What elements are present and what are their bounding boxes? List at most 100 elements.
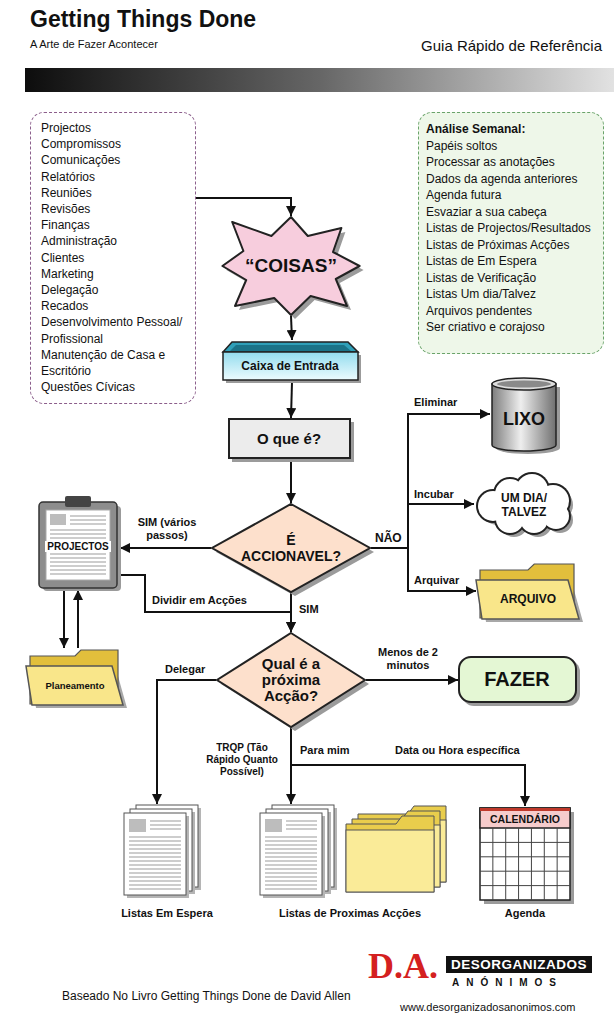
paper-line (50, 553, 106, 555)
calendar-grid (480, 856, 570, 857)
decision-diamond: Qual é a próxima Acção? (216, 632, 366, 728)
sheet-line (286, 820, 317, 822)
sheet-line (150, 828, 181, 830)
calendar-grid (518, 828, 519, 900)
list-item: Delegação (41, 282, 185, 298)
sheet-line (129, 848, 181, 850)
paper-line (70, 523, 106, 525)
paper-line (50, 557, 106, 559)
node-label: ARQUIVO (500, 592, 556, 606)
node-label-slot: O que é? (228, 418, 350, 458)
free-label-slot: Guia Rápido de Referência (380, 37, 602, 54)
free-label: DESORGANIZADOS (446, 956, 592, 973)
sheet-line (265, 876, 317, 878)
sheet-line (265, 852, 317, 854)
folder-front (346, 830, 434, 892)
edge-label: Delegar (163, 663, 207, 675)
list-item: Dados da agenda anteriores (426, 171, 596, 188)
edge-label: Data ou Hora específica (393, 744, 522, 756)
connector (77, 590, 79, 648)
bin-opening (497, 381, 551, 388)
weekly-review-box: Análise Semanal:Papéis soltosProcessar a… (418, 112, 604, 354)
list-heading: Análise Semanal: (426, 121, 596, 138)
decision-diamond (212, 504, 370, 592)
list-item: Listas de Em Espera (426, 253, 596, 270)
node-label: Agenda (505, 907, 545, 919)
document-sheet (260, 813, 322, 895)
node-label-slot: CALENDÁRIO (480, 809, 570, 828)
calendar-grid (480, 871, 570, 872)
folder-front (476, 580, 579, 619)
list-item: Esvaziar a sua cabeça (426, 204, 596, 221)
list-item: Clientes (41, 250, 185, 266)
node-label-slot: UM DIA/ TALVEZ (494, 484, 554, 526)
edge-label: TRQP (Tão Rápido Quanto Possível) (198, 742, 286, 778)
page-caption: Baseado No Livro Getting Things Done de … (62, 989, 351, 1003)
node-label-slot: Agenda (468, 902, 582, 924)
calendar-grid (480, 885, 570, 886)
edge-label: SIM (vários passos) (124, 516, 210, 542)
sheet-shadow (263, 816, 325, 898)
edge-label: Incubar (412, 488, 456, 500)
paper-line (50, 573, 106, 575)
document-sheet (124, 813, 186, 895)
edge-label-slot: SIM (vários passos) (124, 516, 210, 542)
decision-diamond: É ACCIONAVEL? (211, 503, 371, 593)
free-label: NÃO (373, 531, 404, 545)
list-item: Finanças (41, 217, 185, 233)
list-item: Listas de Verificação (426, 270, 596, 287)
sheet-line (265, 860, 317, 862)
sheet-line (150, 820, 181, 822)
decision-diamond (217, 633, 365, 727)
starburst-shape (222, 217, 359, 315)
node-label-slot: Listas Em Espera (110, 902, 224, 924)
folder-front (26, 666, 123, 705)
node-label: É ACCIONAVEL? (241, 532, 341, 564)
node-label-slot: Planeamento (30, 666, 120, 704)
paper-line (50, 529, 106, 531)
calendar-header (480, 808, 570, 828)
free-label: ANÓNIMOS (452, 977, 563, 988)
calendar-grid (531, 828, 532, 900)
node-label-slot: Qual é a próxima Acção? (246, 632, 336, 728)
calendar-top-strip (480, 808, 570, 811)
node-label-slot: PROJECTOS (38, 538, 118, 554)
edge-label-slot: TRQP (Tão Rápido Quanto Possível) (198, 742, 286, 778)
planning-folder: Planeamento (26, 648, 124, 706)
stuff-starburst: “COISAS” (221, 216, 361, 316)
connector (371, 548, 476, 591)
sheet-line (129, 856, 181, 858)
list-item: Marketing (41, 266, 185, 282)
sheet-picture (129, 819, 146, 832)
connector (291, 382, 292, 418)
sheet-line (150, 824, 181, 826)
free-label: www.desorganizadosanonimos.com (400, 1001, 575, 1013)
node-label-slot: É ACCIONAVEL? (231, 503, 351, 593)
connector (290, 593, 292, 632)
node-label: Caixa de Entrada (241, 359, 338, 373)
node-label: Planeamento (45, 680, 104, 691)
free-label-slot: ANÓNIMOS (452, 977, 563, 988)
edge-label-slot: Incubar (412, 488, 456, 500)
sheet-line (286, 824, 317, 826)
node-label-slot: ARQUIVO (480, 580, 576, 618)
connector (366, 679, 458, 681)
paper-line (50, 561, 106, 563)
free-label-slot: D.A. (368, 946, 438, 986)
free-label-slot: NÃO (373, 531, 404, 545)
sheet-line (129, 840, 181, 842)
clipboard-clip (65, 496, 91, 507)
next-actions-lists: Listas de Proximas Acções (252, 804, 448, 926)
connector (120, 575, 291, 632)
calendar-agenda: CALENDÁRIO Agenda (468, 806, 582, 926)
sheet-line (265, 836, 317, 838)
free-label-slot: A Arte de Fazer Acontecer (30, 38, 158, 50)
paper-picture (50, 514, 66, 525)
connector (120, 547, 211, 549)
sheet-line (265, 848, 317, 850)
connector (196, 198, 291, 216)
free-label: Guia Rápido de Referência (421, 37, 602, 54)
sheet-line (129, 868, 181, 870)
do-it-box: FAZER (458, 656, 580, 706)
